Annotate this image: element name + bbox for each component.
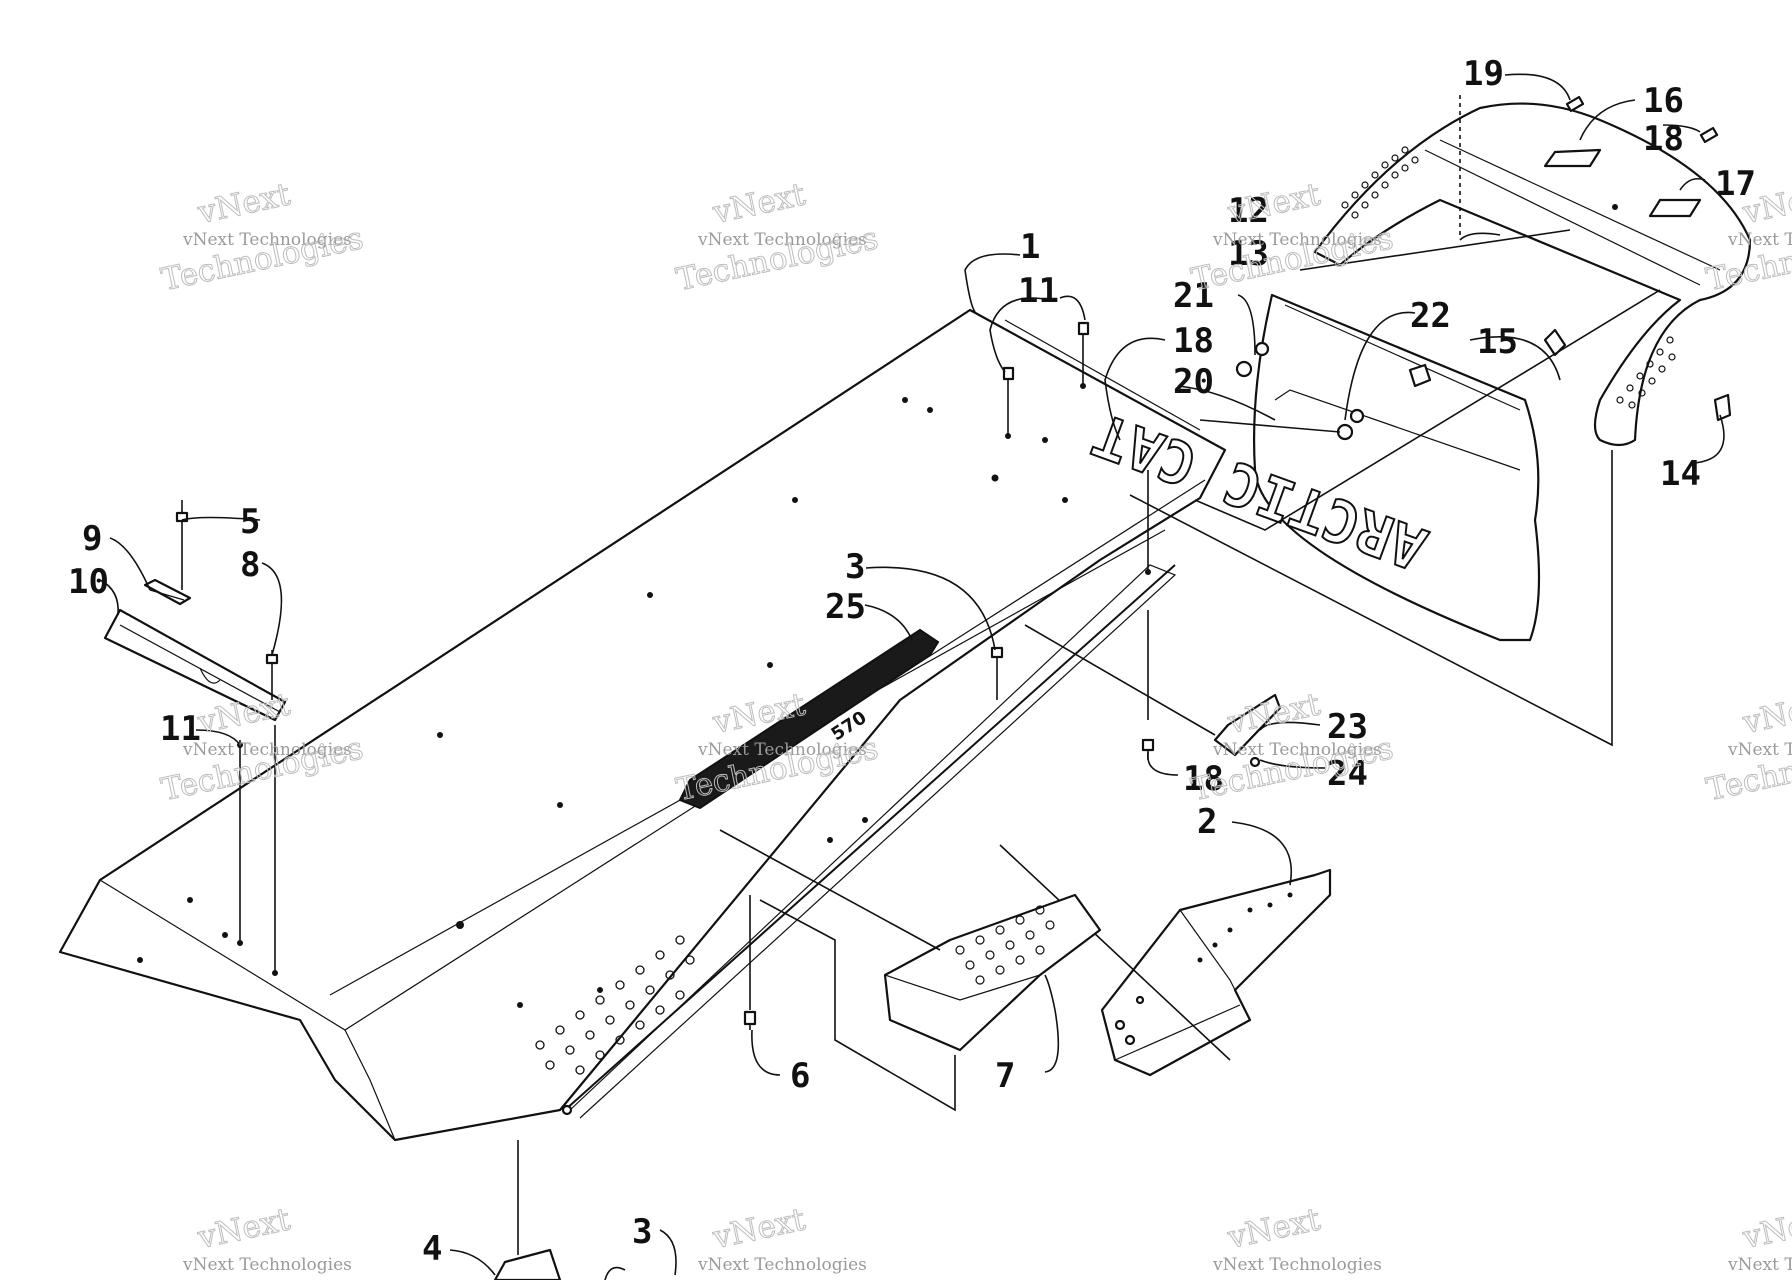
- svg-text:vNext: vNext: [194, 1201, 294, 1256]
- svg-text:vNext Technologies: vNext Technologies: [1212, 740, 1382, 760]
- watermark: vNext vNext Technologies: [1727, 1201, 1792, 1275]
- tunnel-panel: [58, 308, 1227, 1142]
- svg-text:vNext Technologies: vNext Technologies: [182, 1255, 352, 1275]
- svg-text:vNext: vNext: [194, 686, 294, 741]
- bumper-perforation: [1341, 146, 1676, 409]
- svg-text:vNext Technologies: vNext Technologies: [182, 230, 352, 250]
- svg-text:vNext Technologies: vNext Technologies: [182, 740, 352, 760]
- svg-text:vNext Technologies: vNext Technologies: [697, 740, 867, 760]
- tunnel-perforation: [535, 935, 695, 1075]
- svg-text:vNext Technologies: vNext Technologies: [697, 230, 867, 250]
- footrest-pad: [719, 829, 1102, 1112]
- callout-5: 5: [240, 502, 260, 542]
- mounting-plate: [1024, 624, 1282, 768]
- svg-text:vNext: vNext: [1224, 686, 1324, 741]
- watermark: vNext vNext Technologies Technologies: [1188, 176, 1397, 299]
- svg-text:vNext: vNext: [1739, 686, 1792, 741]
- callout-13: 13: [1228, 234, 1269, 274]
- callout-18c: 18: [1183, 759, 1224, 799]
- rear-bumper: [1313, 95, 1752, 447]
- callout-labels: 1 2 3 3 4 5 6 7 8 9 10 11 11 11 12 13 14…: [68, 54, 1756, 1269]
- callout-7: 7: [995, 1056, 1015, 1096]
- svg-text:vNext: vNext: [194, 176, 294, 231]
- callout-19: 19: [1463, 54, 1504, 94]
- callout-2: 2: [1197, 802, 1217, 842]
- svg-text:vNext: vNext: [1224, 176, 1324, 231]
- tunnel-holes: [137, 397, 1068, 1008]
- callout-10: 10: [68, 562, 109, 602]
- callout-11a: 11: [1018, 271, 1059, 311]
- callout-20: 20: [1173, 362, 1214, 402]
- svg-text:vNext Technologies: vNext Technologies: [1727, 230, 1792, 250]
- callout-21: 21: [1173, 276, 1214, 316]
- callout-14: 14: [1660, 454, 1701, 494]
- watermark: vNext vNext Technologies Technologies: [1703, 686, 1792, 809]
- svg-text:vNext Technologies: vNext Technologies: [1212, 230, 1382, 250]
- svg-text:vNext: vNext: [709, 1201, 809, 1256]
- callout-18b: 18: [1173, 321, 1214, 361]
- left-bracket-assembly: [103, 500, 287, 976]
- svg-text:vNext Technologies: vNext Technologies: [697, 1255, 867, 1275]
- svg-text:vNext Technologies: vNext Technologies: [1727, 740, 1792, 760]
- svg-text:vNext Technologies: vNext Technologies: [1212, 1255, 1382, 1275]
- footrest-bracket: [999, 844, 1332, 1077]
- callout-3b: 3: [632, 1212, 652, 1252]
- leader-lines: [99, 73, 1725, 1276]
- callout-1: 1: [1020, 227, 1040, 267]
- svg-text:vNext: vNext: [1739, 1201, 1792, 1256]
- callout-8: 8: [240, 545, 260, 585]
- lower-bracket: [493, 1140, 626, 1280]
- callout-11b: 11: [160, 709, 201, 749]
- callout-17: 17: [1715, 164, 1756, 204]
- watermark: vNext vNext Technologies Technologies: [158, 176, 367, 299]
- svg-text:vNext: vNext: [709, 176, 809, 231]
- callout-16: 16: [1643, 81, 1684, 121]
- callout-12: 12: [1228, 191, 1269, 231]
- watermark: vNext vNext Technologies: [697, 1201, 867, 1275]
- callout-15: 15: [1477, 322, 1518, 362]
- callout-3: 3: [845, 547, 865, 587]
- watermark: vNext vNext Technologies: [1212, 1201, 1382, 1275]
- watermark: vNext vNext Technologies Technologies: [673, 176, 882, 299]
- callout-23: 23: [1327, 707, 1368, 747]
- tunnel-fasteners: [743, 321, 1155, 1030]
- svg-text:vNext: vNext: [1224, 1201, 1324, 1256]
- callout-4: 4: [422, 1229, 442, 1269]
- watermark: vNext vNext Technologies: [182, 1201, 352, 1275]
- callout-22: 22: [1410, 296, 1451, 336]
- callout-24: 24: [1327, 754, 1368, 794]
- svg-text:vNext Technologies: vNext Technologies: [1727, 1255, 1792, 1275]
- callout-9: 9: [82, 519, 102, 559]
- callout-6: 6: [790, 1056, 810, 1096]
- callout-25: 25: [825, 587, 866, 627]
- callout-18a: 18: [1643, 119, 1684, 159]
